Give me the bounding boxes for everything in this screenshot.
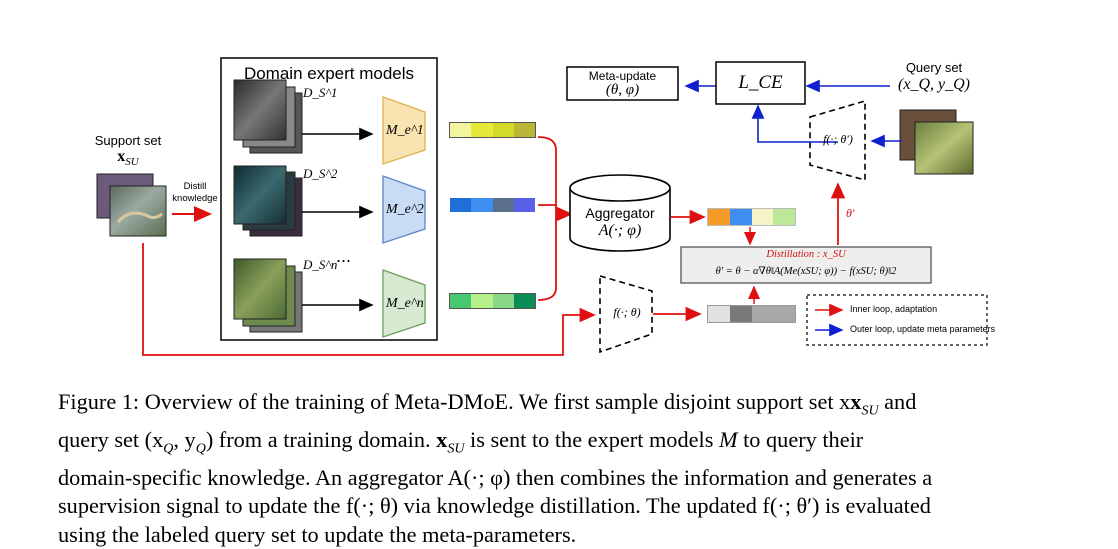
legend-outer-label: Outer loop, update meta parameters — [850, 324, 996, 334]
vector-cell — [773, 209, 795, 225]
query-set-images — [899, 109, 974, 175]
vector-cell — [729, 306, 752, 322]
expert-1-shape — [382, 96, 426, 165]
student-output-vector — [707, 305, 796, 323]
theta-prime-label: θ′ — [846, 206, 855, 220]
aggregator-formula: A(·; φ) — [598, 222, 642, 239]
vector-cell — [471, 198, 493, 212]
arrow-updated-loss — [751, 104, 838, 143]
domain-label-2: D_S^2 — [303, 166, 338, 181]
vector-cell — [513, 294, 535, 308]
vector-cell — [492, 198, 514, 212]
vector-cell — [751, 209, 774, 225]
vector-cell — [729, 209, 752, 225]
arrow-support-student — [142, 243, 596, 356]
domain-stack-n — [233, 258, 303, 333]
distillation-box — [680, 246, 932, 284]
vector-cell — [492, 294, 514, 308]
meta-update-box — [566, 66, 679, 101]
caption-line: query set (xQ, yQ) from a training domai… — [58, 426, 864, 457]
expert-label-2: M_e^2 — [386, 202, 424, 217]
expert-label-n: M_e^n — [386, 296, 424, 311]
aggregator-cylinder — [569, 174, 671, 252]
domain-label-n: D_S^n — [303, 257, 338, 272]
meta-update-params: (θ, φ) — [605, 82, 640, 98]
vector-cell — [773, 306, 795, 322]
vector-cell — [450, 294, 472, 308]
caption-line: domain-specific knowledge. An aggregator… — [58, 464, 933, 490]
domain-stack-2 — [233, 165, 303, 237]
vector-cell — [708, 209, 730, 225]
caption-line: using the labeled query set to update th… — [58, 521, 577, 547]
diagram-canvas — [96, 57, 988, 356]
legend-inner-label: Inner loop, adaptation — [850, 304, 938, 314]
caption-line: Figure 1: Overview of the training of Me… — [58, 389, 917, 419]
support-set-symbol: xSU — [117, 148, 139, 169]
vector-cell — [471, 294, 493, 308]
distillation-title: Distillation : x_SU — [766, 249, 846, 260]
distillation-formula: θ′ = θ − α∇θ‖A(Me(xSU; φ)) − f(xSU; θ)‖2 — [715, 266, 897, 277]
expert-2-shape — [382, 175, 426, 244]
updated-student-label: f(·; θ′) — [823, 132, 853, 146]
vector-cell — [471, 123, 493, 137]
query-set-label: Query set — [905, 60, 963, 75]
vector-cell — [513, 198, 535, 212]
expert-label-1: M_e^1 — [386, 123, 424, 138]
query-set-formula: (x_Q, y_Q) — [898, 76, 970, 93]
aggregator-label: Aggregator — [585, 205, 655, 221]
distill-label: Distill knowledge — [172, 181, 218, 204]
feature-vector-expert2 — [449, 197, 536, 213]
ellipsis: ... — [336, 246, 352, 266]
vector-cell — [492, 123, 514, 137]
domain-stack-1 — [233, 79, 303, 154]
legend-box — [806, 294, 988, 346]
support-set-images — [96, 173, 167, 237]
student-label: f(·; θ) — [613, 305, 641, 319]
support-set-label: Support set — [94, 133, 162, 148]
loss-box — [715, 61, 806, 105]
feature-vector-expertn — [449, 293, 536, 309]
aggregated-vector — [707, 208, 796, 226]
experts-title: Domain expert models — [243, 64, 415, 83]
connector-vectors-aggregator — [537, 136, 571, 301]
meta-update-label: Meta-update — [588, 69, 657, 83]
vector-cell — [450, 123, 472, 137]
loss-label: L_CE — [738, 72, 783, 93]
expert-n-shape — [382, 269, 426, 338]
vector-cell — [708, 306, 730, 322]
vector-cell — [751, 306, 774, 322]
caption-line: supervision signal to update the f(·; θ)… — [58, 493, 931, 519]
domain-label-1: D_S^1 — [303, 85, 338, 100]
vector-cell — [450, 198, 472, 212]
vector-cell — [513, 123, 535, 137]
figure-caption: Figure 1: Overview of the training of Me… — [58, 388, 1084, 549]
feature-vector-expert1 — [449, 122, 536, 138]
